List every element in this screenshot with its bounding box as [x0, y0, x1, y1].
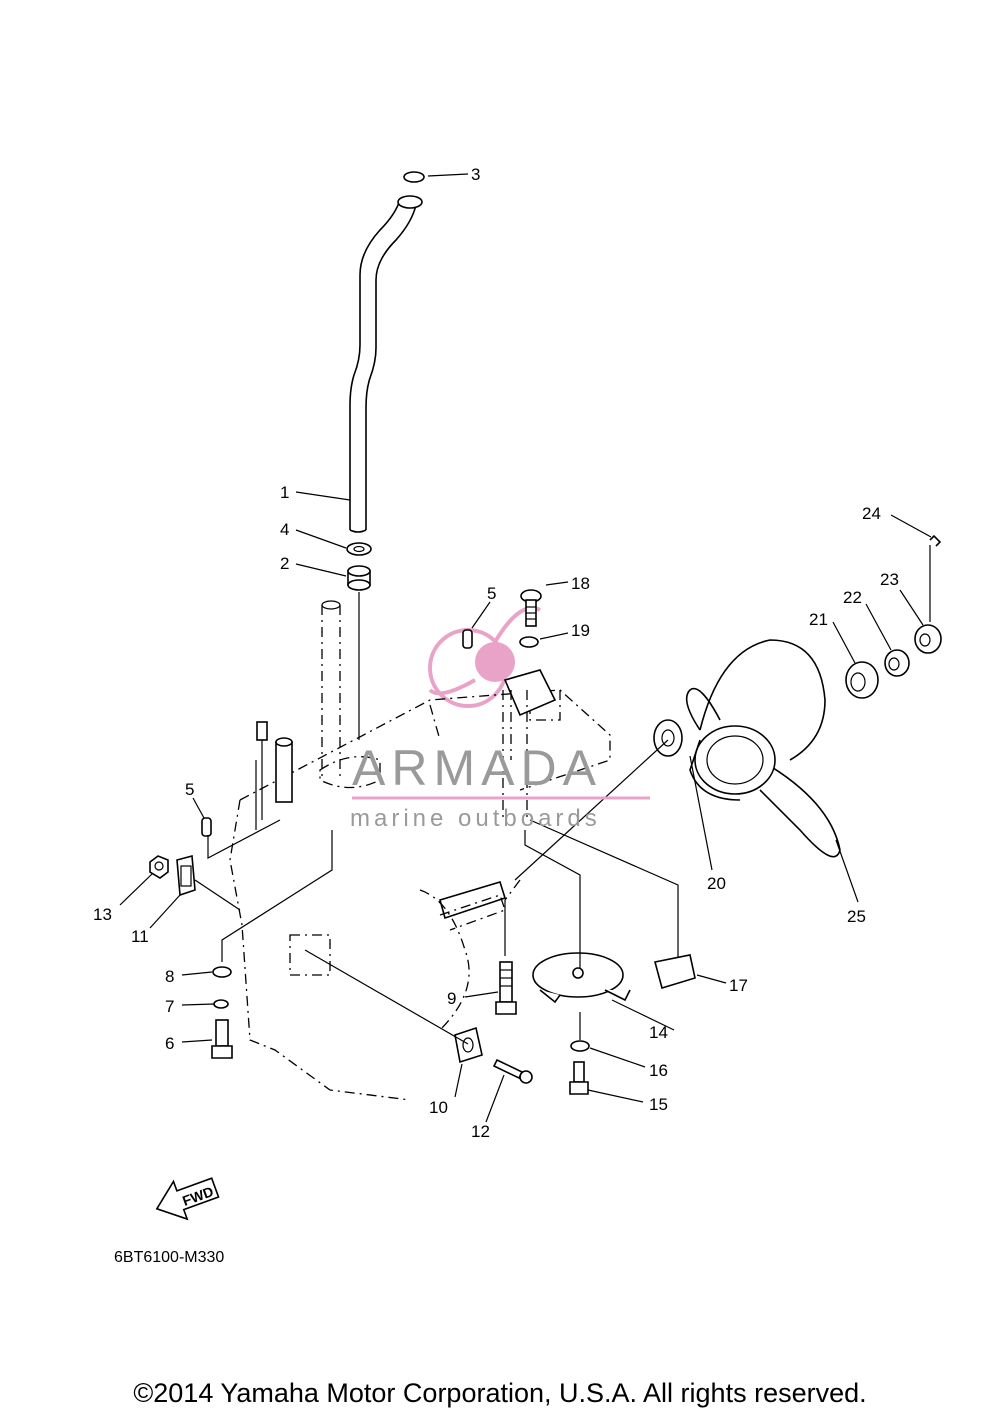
- callout-21: 21: [809, 610, 828, 629]
- callout-8: 8: [165, 967, 174, 986]
- washer-16: [570, 1040, 590, 1052]
- callout-18: 18: [571, 574, 590, 593]
- drive-shaft: [321, 600, 341, 780]
- callout-13: 13: [93, 905, 112, 924]
- callout-7: 7: [165, 997, 174, 1016]
- callout-20: 20: [707, 874, 726, 893]
- callout-16: 16: [649, 1061, 668, 1080]
- washer-7: [213, 999, 229, 1009]
- thrust-washer-21: [845, 661, 879, 699]
- grommet-3: [403, 171, 425, 183]
- callout-5-left: 5: [185, 780, 194, 799]
- callout-24: 24: [862, 504, 881, 523]
- callout-6: 6: [165, 1034, 174, 1053]
- propeller-nut-23: [914, 624, 942, 654]
- lower-casing: [229, 680, 611, 1101]
- trim-tab-14: [532, 952, 631, 1004]
- bolt-9: [495, 961, 517, 1015]
- spacer-22: [884, 649, 910, 677]
- callout-12: 12: [471, 1122, 490, 1141]
- watermark-brand: ARMADA: [352, 740, 602, 796]
- shift-rod: [255, 721, 293, 830]
- copyright-notice: ©2014 Yamaha Motor Corporation, U.S.A. A…: [133, 1378, 867, 1408]
- bolt-15: [569, 1061, 589, 1095]
- propeller: [685, 639, 841, 858]
- callout-10: 10: [429, 1098, 448, 1117]
- callout-14: 14: [649, 1023, 668, 1042]
- screw-12: [492, 1058, 533, 1084]
- bolt-6: [211, 1019, 233, 1059]
- callout-11: 11: [131, 927, 149, 946]
- leader-lines: [119, 173, 932, 1123]
- callout-25: 25: [847, 907, 866, 926]
- watermark-tagline: marine outboards: [350, 805, 601, 832]
- dowel-pin-5-right: [462, 629, 473, 649]
- fwd-arrow-icon: FWD: [155, 1177, 220, 1221]
- callout-9: 9: [447, 989, 456, 1008]
- grommet-4: [346, 542, 372, 556]
- callout-15: 15: [649, 1095, 668, 1114]
- trim-tab-holder: [503, 669, 557, 717]
- diagram-code: 6BT6100-M330: [114, 1249, 224, 1266]
- callout-19: 19: [571, 621, 590, 640]
- grommet-11: [176, 854, 196, 897]
- callout-2: 2: [280, 554, 289, 573]
- grommet-2: [347, 565, 371, 591]
- cotter-pin-24: [929, 534, 942, 622]
- callout-5-right: 5: [487, 584, 496, 603]
- washer-8: [212, 966, 232, 978]
- washer-19: [519, 636, 539, 648]
- dowel-pin-5-left: [201, 817, 212, 837]
- callout-4: 4: [280, 520, 289, 539]
- callout-23: 23: [880, 570, 899, 589]
- callout-1: 1: [280, 483, 289, 502]
- callout-22: 22: [843, 588, 862, 607]
- anode-17: [654, 945, 696, 990]
- assembly-lines: [194, 690, 679, 1045]
- callout-3: 3: [471, 165, 480, 184]
- callout-17: 17: [729, 976, 748, 995]
- grommet-10: [454, 1026, 483, 1064]
- water-tube: [349, 195, 423, 533]
- nut-13: [149, 855, 169, 879]
- bolt-18: [520, 589, 542, 627]
